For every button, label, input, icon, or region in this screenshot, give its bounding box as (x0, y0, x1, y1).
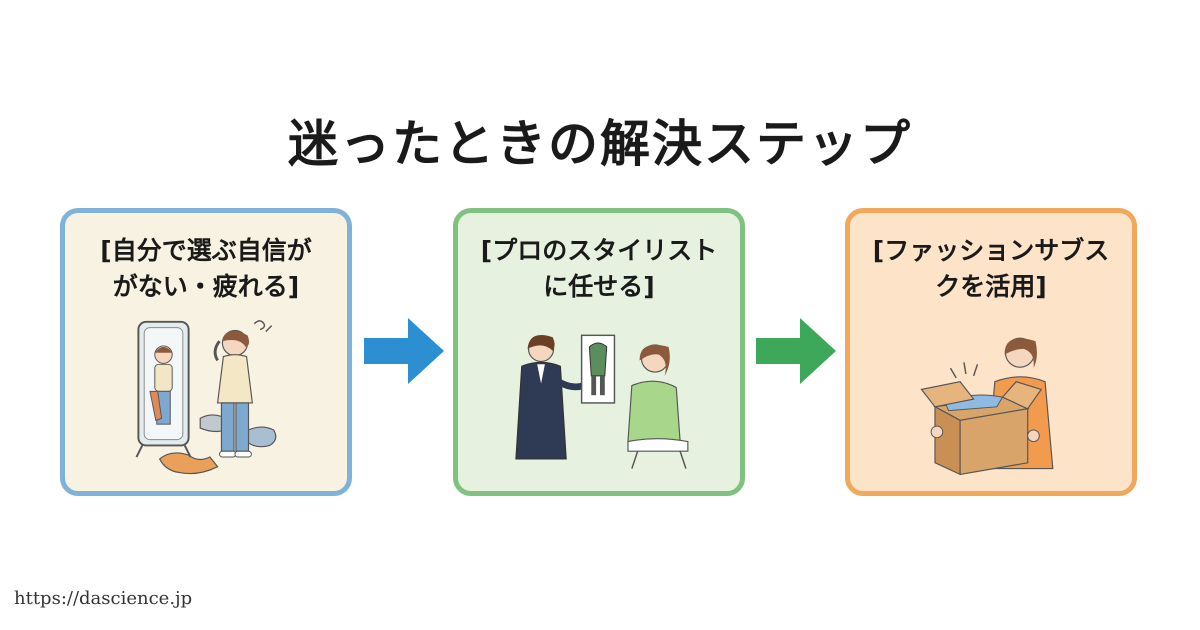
step-card-3: [ファッションサブス クを活用] (845, 208, 1137, 496)
right-arrow-icon (364, 318, 444, 384)
stylist-consultation-icon (515, 334, 689, 469)
footer-url: https://dascience.jp (14, 588, 193, 609)
step-3-label: [ファッションサブス クを活用] (850, 233, 1132, 305)
step-3-label-line1: [ファッションサブス (872, 236, 1110, 265)
step-1-label: [自分で選ぶ自信が がない・疲れる] (65, 233, 347, 305)
mirror-tired-woman-icon (135, 320, 277, 475)
step-1-label-line1: [自分で選ぶ自信が (100, 236, 312, 265)
step-2-label-line1: [プロのスタイリスト (480, 236, 718, 265)
step-2-label-line2: に任せる] (543, 272, 655, 301)
step-2-label: [プロのスタイリスト に任せる] (458, 233, 740, 305)
right-arrow-icon (756, 318, 836, 384)
page-title: 迷ったときの解決ステップ (288, 115, 912, 173)
step-card-1: [自分で選ぶ自信が がない・疲れる] (60, 208, 352, 496)
step-3-label-line2: クを活用] (935, 272, 1047, 301)
step-card-2: [プロのスタイリスト に任せる] (453, 208, 745, 496)
step-1-label-line2: がない・疲れる] (112, 272, 300, 301)
subscription-box-icon (920, 337, 1054, 476)
